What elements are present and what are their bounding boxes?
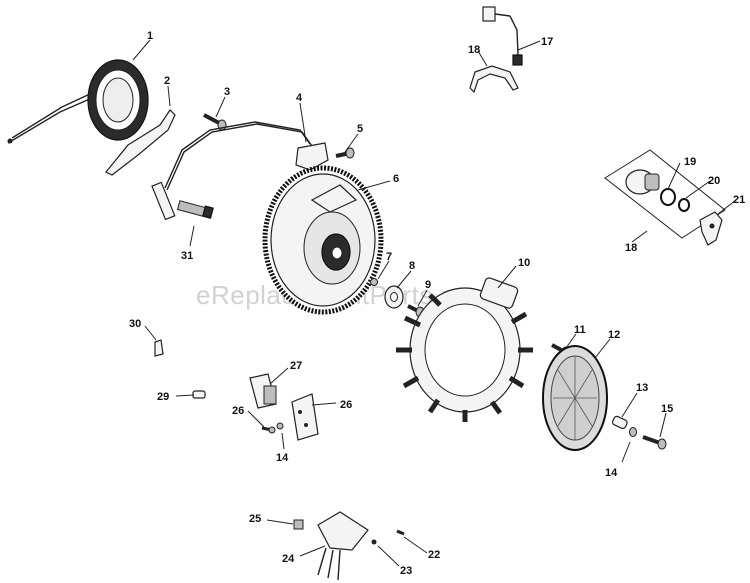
washer-part-14-right (629, 427, 637, 437)
callout-27: 27 (290, 360, 302, 372)
screw-part-5 (335, 147, 355, 159)
callout-26-left: 26 (232, 405, 244, 417)
callout-23: 23 (400, 565, 412, 577)
plate-part-26 (291, 393, 319, 441)
callout-17: 17 (541, 36, 553, 48)
callout-4: 4 (296, 92, 303, 104)
callout-30: 30 (129, 318, 141, 330)
screw-part-22 (396, 529, 405, 536)
callout-29: 29 (157, 391, 169, 403)
callout-10: 10 (518, 257, 530, 269)
key-switch-bracket (604, 149, 726, 239)
callout-19: 19 (684, 156, 696, 168)
screw-part-15 (642, 435, 667, 450)
callout-8: 8 (409, 260, 415, 272)
washer-part (384, 285, 404, 309)
callout-31: 31 (181, 250, 193, 262)
key-part-21 (699, 211, 723, 246)
clip-part-30 (154, 339, 164, 357)
callout-22: 22 (428, 549, 440, 561)
callout-18-top: 18 (468, 44, 480, 56)
callout-7: 7 (386, 251, 392, 263)
terminal-part-27 (249, 373, 277, 409)
callout-21: 21 (733, 194, 745, 206)
leader-lines (132, 39, 737, 567)
callout-1: 1 (147, 30, 153, 42)
screw-part-26 (261, 426, 276, 434)
grass-screen-part (542, 345, 608, 451)
callout-24: 24 (282, 553, 295, 565)
callout-26-right: 26 (340, 399, 352, 411)
callout-3: 3 (224, 86, 230, 98)
callout-25: 25 (249, 513, 261, 525)
callout-14-left: 14 (276, 452, 289, 464)
callout-12: 12 (608, 329, 620, 341)
key-switch-part (625, 169, 660, 195)
callout-14-right: 14 (605, 467, 618, 479)
callout-13: 13 (636, 382, 648, 394)
key-part (370, 278, 378, 286)
stator-part (7, 59, 149, 144)
callout-18-right: 18 (625, 242, 637, 254)
callout-15: 15 (661, 403, 673, 415)
flywheel-part (262, 165, 384, 315)
callout-6: 6 (393, 173, 399, 185)
callout-labels: 1 2 3 4 5 6 7 8 9 10 11 12 13 14 14 15 1… (129, 30, 745, 577)
spacer-part (611, 415, 628, 430)
fan-part (396, 277, 533, 422)
fuse-part-29 (192, 390, 206, 399)
washer-part-20 (678, 198, 690, 212)
callout-9: 9 (425, 279, 431, 291)
bracket-part-top (469, 65, 519, 94)
nut-part-25 (293, 519, 304, 530)
callout-20: 20 (708, 175, 720, 187)
bracket-part (105, 109, 176, 176)
callout-5: 5 (357, 123, 363, 135)
nut-part-19 (660, 188, 676, 206)
regulator-part (317, 511, 369, 581)
sensor-part (482, 6, 523, 66)
callout-11: 11 (574, 324, 586, 336)
callout-2: 2 (164, 75, 170, 87)
washer-part-14-left (276, 422, 284, 430)
spark-plug-part (176, 200, 214, 219)
ignition-module-part (151, 121, 329, 221)
washer-part-23 (371, 539, 377, 545)
